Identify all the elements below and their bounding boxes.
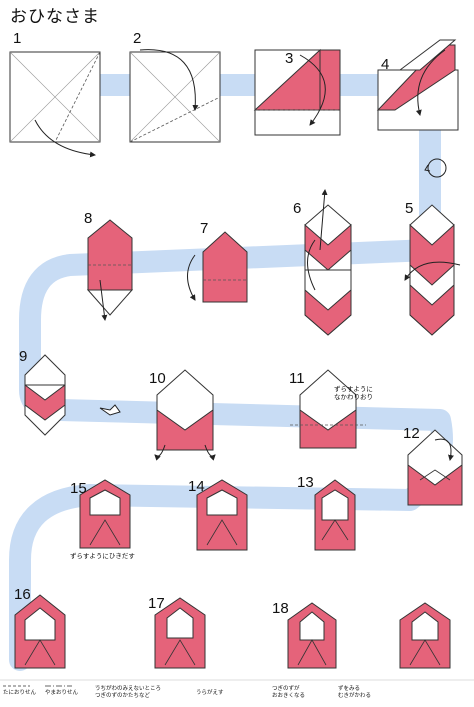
step-3-figure: [253, 48, 341, 136]
step-number: 9: [19, 348, 28, 365]
step-number: 18: [272, 600, 289, 617]
step-number: 6: [293, 200, 302, 217]
step-number: 11: [289, 370, 305, 387]
legend-next-fold: つぎのずが おおきくなる: [272, 686, 306, 699]
step-6-figure: [304, 189, 352, 336]
step-number: 17: [148, 595, 165, 612]
step-1-figure: [9, 51, 101, 158]
step-number: 1: [13, 30, 22, 47]
step-11-note: ずらすように なかわりおり: [334, 385, 373, 401]
final-figure: [399, 602, 451, 669]
step-15-note: ずらすようにひきだす: [70, 552, 135, 560]
legend: たにおりせん やまおりせん うちがわのみえないところ つぎのずのかたちなど うら…: [0, 680, 474, 707]
step-number: 4: [381, 56, 390, 73]
step-number: 10: [149, 370, 166, 387]
legend-hidden-line: うちがわのみえないところ つぎのずのかたちなど: [95, 686, 162, 699]
step-13-figure: [314, 479, 356, 551]
step-number: 2: [133, 30, 142, 47]
step-number: 12: [403, 425, 420, 442]
step-12-figure: [407, 429, 463, 506]
step-number: 13: [297, 474, 314, 491]
legend-valley-fold: たにおりせん: [3, 690, 37, 696]
step-number: 3: [285, 50, 294, 67]
step-10-figure: [154, 369, 216, 461]
step-11-figure: [290, 369, 366, 449]
rotate-symbol: [424, 158, 447, 178]
step-9-figure: [24, 354, 121, 436]
legend-turn-over: うらがえす: [196, 690, 224, 696]
step-8-figure: [86, 219, 134, 321]
step-15-figure: [79, 479, 131, 549]
step-number: 8: [84, 210, 93, 227]
step-18-figure: [287, 602, 337, 669]
page-title: おひなさま: [10, 7, 100, 27]
step-number: 5: [405, 200, 414, 217]
step-5-figure: [404, 204, 461, 336]
step-14-figure: [196, 479, 248, 551]
flow-path: [9, 74, 453, 671]
legend-mountain-fold: やまおりせん: [45, 690, 79, 696]
step-16-figure: [14, 594, 66, 669]
step-number: 15: [70, 480, 87, 497]
step-number: 16: [14, 586, 31, 603]
step-number: 7: [200, 220, 209, 237]
step-number: 14: [188, 478, 205, 495]
step-4-figure: [376, 39, 459, 131]
legend-rotate: ずをみる むきがかわる: [338, 686, 372, 699]
step-2-figure: [129, 49, 221, 143]
step-17-figure: [154, 597, 206, 669]
step-7-figure: [187, 231, 248, 303]
